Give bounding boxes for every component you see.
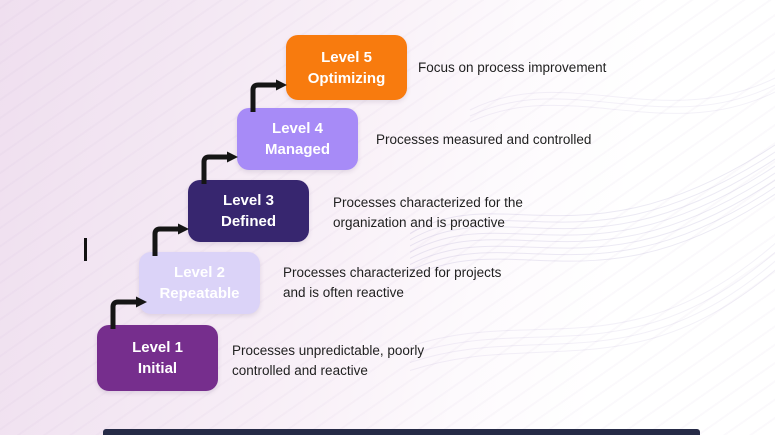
level-2-label: Level 2 Repeatable <box>159 262 239 304</box>
level-4-name: Managed <box>264 141 330 158</box>
level-3-box: Level 3 Defined <box>188 180 309 242</box>
bottom-bar <box>103 429 700 435</box>
level-1-box: Level 1 Initial <box>97 325 218 391</box>
level-4-description-line1: Processes measured and controlled <box>376 132 592 147</box>
level-1-description-line1: Processes unpredictable, poorly <box>232 343 425 358</box>
arrow-level3-to-level4-icon <box>201 151 238 184</box>
level-5-description: Focus on process improvement <box>418 58 606 78</box>
level-4-label: Level 4 Managed <box>265 118 330 160</box>
level-2-description-line1: Processes characterized for projects <box>283 265 502 280</box>
level-5-name: Optimizing <box>307 69 386 87</box>
level-2-description-line2: and is often reactive <box>283 285 404 300</box>
level-4-number: Level 4 <box>272 120 323 137</box>
level-5-label: Level 5 Optimizing <box>308 47 386 89</box>
level-3-number: Level 3 <box>223 192 274 209</box>
level-1-name: Initial <box>137 360 178 377</box>
level-5-box: Level 5 Optimizing <box>286 35 407 100</box>
level-1-description: Processes unpredictable, poorly controll… <box>232 341 424 381</box>
level-2-box: Level 2 Repeatable <box>139 252 260 314</box>
wave-decoration <box>410 77 775 372</box>
level-3-label: Level 3 Defined <box>221 190 276 232</box>
level-3-description: Processes characterized for the organiza… <box>333 193 523 233</box>
arrow-level4-to-level5-icon <box>250 79 287 112</box>
text-cursor <box>84 238 87 261</box>
level-3-description-line1: Processes characterized for the <box>333 195 523 210</box>
level-4-description: Processes measured and controlled <box>376 130 591 150</box>
level-5-number: Level 5 <box>321 48 372 66</box>
level-2-description: Processes characterized for projects and… <box>283 263 501 303</box>
level-3-description-line2: organization and is proactive <box>333 215 505 230</box>
level-1-label: Level 1 Initial <box>132 337 183 379</box>
level-1-description-line2: controlled and reactive <box>232 363 368 378</box>
level-2-name: Repeatable <box>159 285 240 302</box>
level-1-number: Level 1 <box>132 339 183 356</box>
level-2-number: Level 2 <box>174 264 225 281</box>
level-4-box: Level 4 Managed <box>237 108 358 170</box>
arrow-level2-to-level3-icon <box>152 223 189 256</box>
level-5-description-line1: Focus on process improvement <box>418 60 607 75</box>
arrow-level1-to-level2-icon <box>110 296 147 329</box>
level-3-name: Defined <box>220 213 276 230</box>
